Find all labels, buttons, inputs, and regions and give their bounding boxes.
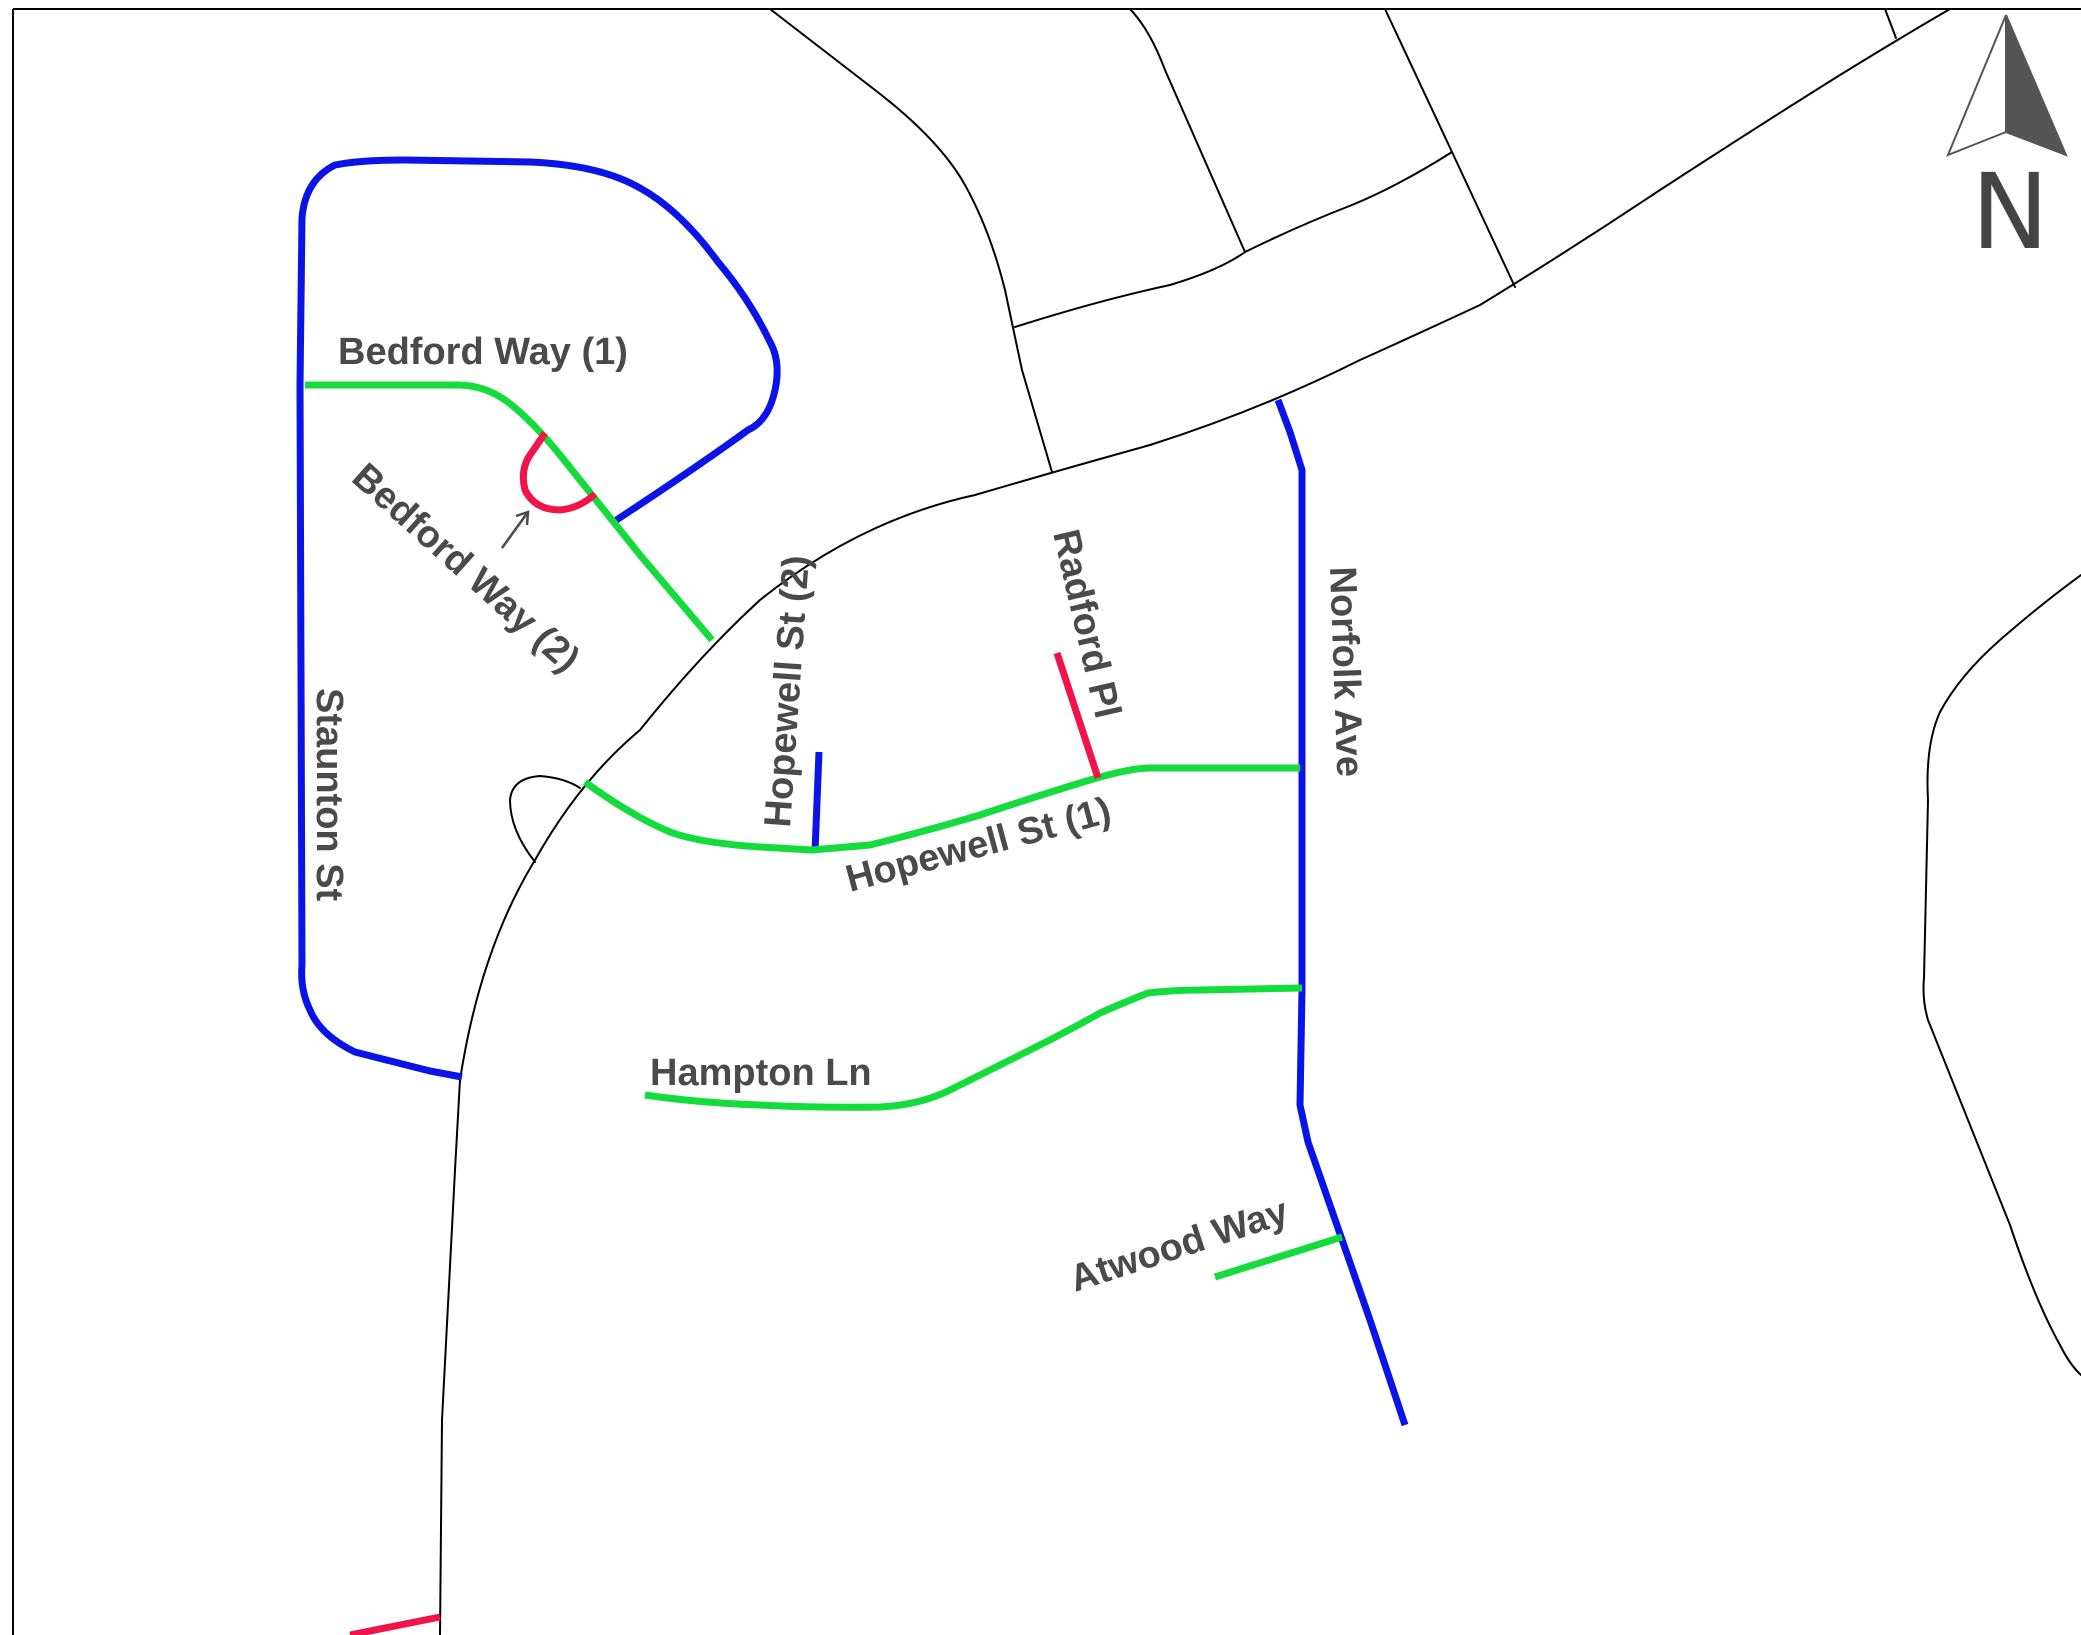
map-frame — [12, 8, 2081, 1635]
label-hampton-ln: Hampton Ln — [650, 1052, 872, 1094]
north-arrow-icon — [1946, 14, 2068, 157]
base-road-north-3 — [1384, 8, 1516, 288]
red-segments — [519, 431, 1102, 780]
hopewell-st-2-line — [811, 751, 823, 853]
bedford-way-2-culdesac-line — [519, 431, 598, 514]
base-road-culdesac — [509, 775, 581, 863]
red-line-bottom-left — [349, 1613, 441, 1635]
street-labels: Bedford Way (1) Bedford Way (2) Staunton… — [308, 331, 1370, 1301]
base-road-main-diagonal — [439, 8, 1951, 1635]
hopewell-st-1-line — [582, 764, 1300, 854]
base-road-east-curve — [1922, 574, 2081, 1376]
label-atwood-way: Atwood Way — [1065, 1191, 1293, 1301]
label-bedford-way-1: Bedford Way (1) — [338, 331, 628, 373]
label-radford-pl: Radford Pl — [1044, 526, 1128, 723]
base-street-network — [439, 8, 2081, 1635]
arrow-icon — [500, 510, 530, 549]
base-road-north-4 — [1884, 8, 1897, 39]
label-bedford-way-2: Bedford Way (2) — [344, 455, 588, 680]
north-letter: N — [1971, 151, 2049, 273]
radford-pl-line — [1053, 651, 1102, 780]
label-norfolk-ave: Norfolk Ave — [1321, 566, 1370, 778]
green-segments — [305, 381, 1344, 1281]
staunton-st-line — [296, 156, 781, 1081]
hampton-ln-line — [644, 984, 1303, 1111]
base-road-north-curve — [769, 8, 1053, 473]
base-road-north-2 — [1129, 8, 1246, 253]
base-road-cross — [1014, 151, 1453, 328]
atwood-way-line — [1213, 1233, 1344, 1281]
norfolk-ave-line — [1274, 398, 1409, 1427]
label-staunton-st: Staunton St — [308, 688, 350, 902]
